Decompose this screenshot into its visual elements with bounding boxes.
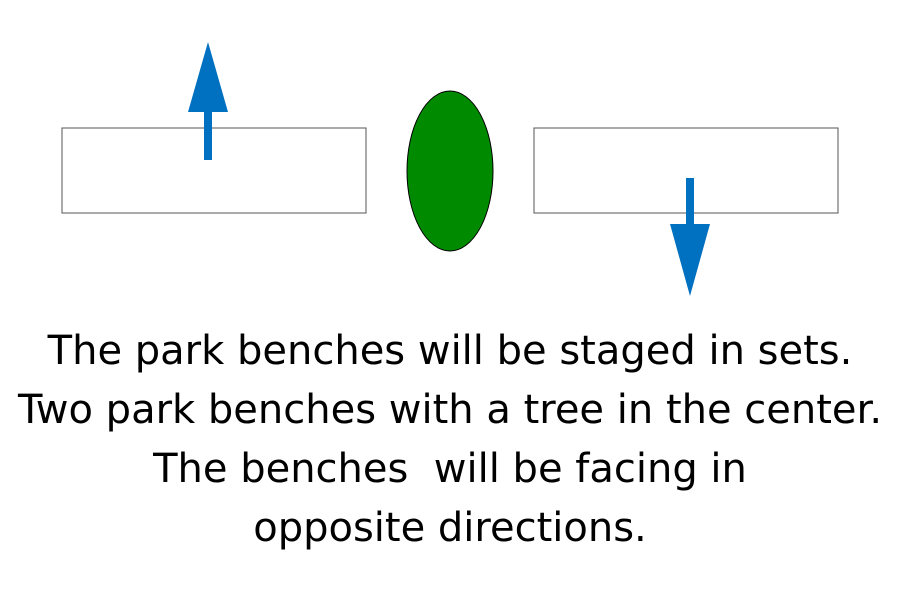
down-arrow-icon <box>670 178 710 296</box>
tree <box>406 90 494 252</box>
caption: The park benches will be staged in sets.… <box>0 322 900 558</box>
up-arrow-icon <box>188 42 228 160</box>
caption-line-3: The benches will be facing in <box>153 446 747 492</box>
caption-line-1: The park benches will be staged in sets. <box>47 328 853 374</box>
caption-line-2: Two park benches with a tree in the cent… <box>17 387 883 433</box>
left-bench <box>61 127 367 214</box>
bench-layout-diagram <box>61 42 839 296</box>
caption-line-4: opposite directions. <box>253 505 647 551</box>
